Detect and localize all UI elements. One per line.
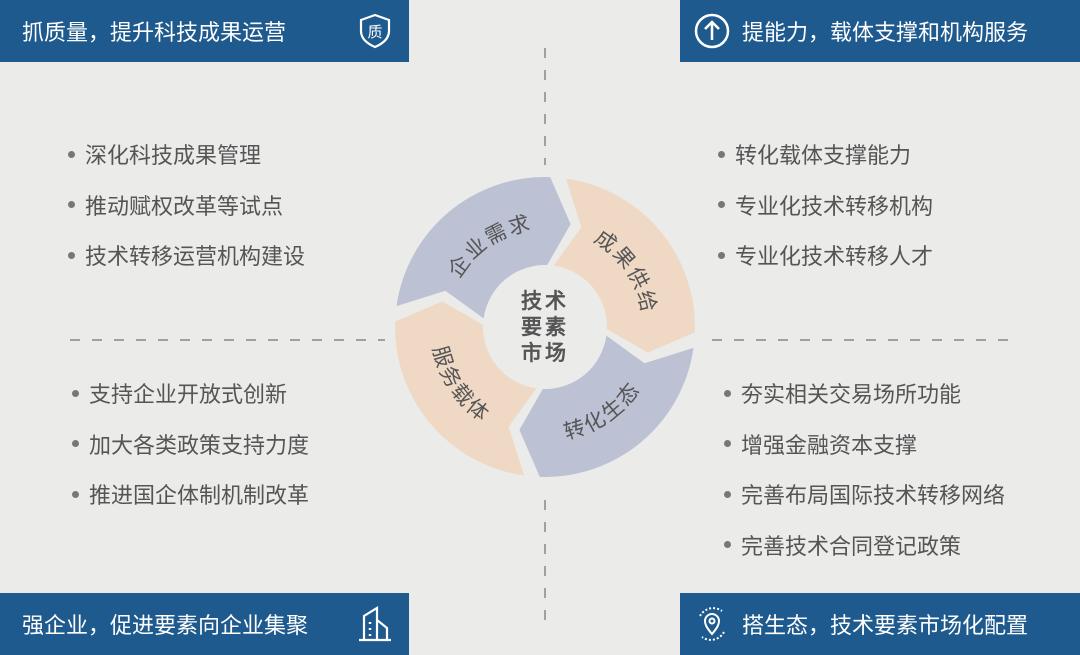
list-item-text: 推动赋权改革等试点 <box>85 194 284 220</box>
center-label-line1: 技术 <box>521 289 569 313</box>
arrow-up-circle-icon <box>694 13 730 49</box>
bullet-icon <box>718 201 725 209</box>
banner-capability: 提能力，载体支撑和机构服务 <box>680 0 1080 62</box>
bullet-icon <box>718 150 725 158</box>
bullet-icon <box>72 389 79 397</box>
list-item-text: 完善技术合同登记政策 <box>741 534 962 560</box>
shield-icon: 质 <box>359 13 391 49</box>
bullet-icon <box>68 251 75 259</box>
list-item-text: 转化载体支撑能力 <box>735 144 912 170</box>
list-item: 专业化技术转移机构 <box>718 180 933 231</box>
list-item: 完善布局国际技术转移网络 <box>724 469 1005 520</box>
list-item: 增强金融资本支撑 <box>724 419 1005 470</box>
bullet-icon <box>72 490 79 498</box>
bullet-icon <box>718 251 725 259</box>
shield-badge-text: 质 <box>367 23 382 41</box>
bullet-icon <box>724 490 731 498</box>
list-enterprise: 支持企业开放式创新 加大各类政策支持力度 推进国企体制机制改革 <box>72 368 309 520</box>
building-icon <box>359 606 391 642</box>
banner-title: 搭生态，技术要素市场化配置 <box>742 614 1029 639</box>
banner-title: 强企业，促进要素向企业集聚 <box>22 614 309 639</box>
list-item: 专业化技术转移人才 <box>718 230 933 281</box>
list-item: 支持企业开放式创新 <box>72 368 309 419</box>
segment-transformation-ecosystem <box>519 335 694 477</box>
segment-enterprise-demand <box>396 177 571 319</box>
list-item: 加大各类政策支持力度 <box>72 419 309 470</box>
list-item-text: 加大各类政策支持力度 <box>89 433 310 459</box>
list-item: 夯实相关交易场所功能 <box>724 368 1005 419</box>
bullet-icon <box>724 389 731 397</box>
list-item: 深化科技成果管理 <box>68 129 305 180</box>
list-item-text: 深化科技成果管理 <box>85 144 262 170</box>
list-item-text: 支持企业开放式创新 <box>89 383 288 409</box>
segment-achievement-supply <box>553 178 695 353</box>
list-item-text: 技术转移运营机构建设 <box>85 245 306 271</box>
list-item-text: 增强金融资本支撑 <box>741 433 918 459</box>
list-item: 转化载体支撑能力 <box>718 129 933 180</box>
list-quality: 深化科技成果管理 推动赋权改革等试点 技术转移运营机构建设 <box>68 129 305 281</box>
bullet-icon <box>72 440 79 448</box>
bullet-icon <box>724 541 731 549</box>
list-item-text: 专业化技术转移机构 <box>735 194 934 220</box>
location-cycle-icon <box>699 607 725 641</box>
list-ecosystem: 夯实相关交易场所功能 增强金融资本支撑 完善布局国际技术转移网络 完善技术合同登… <box>724 368 1005 570</box>
list-capability: 转化载体支撑能力 专业化技术转移机构 专业化技术转移人才 <box>718 129 933 281</box>
list-item-text: 夯实相关交易场所功能 <box>741 383 962 409</box>
banner-quality: 抓质量，提升科技成果运营 质 <box>0 0 409 62</box>
list-item: 推进国企体制机制改革 <box>72 469 309 520</box>
list-item: 技术转移运营机构建设 <box>68 230 305 281</box>
center-circle <box>487 269 603 385</box>
segment-service-carrier <box>395 301 537 476</box>
banner-ecosystem: 搭生态，技术要素市场化配置 <box>680 593 1080 655</box>
list-item-text: 推进国企体制机制改革 <box>89 484 310 510</box>
list-item-text: 专业化技术转移人才 <box>735 245 934 271</box>
bullet-icon <box>68 201 75 209</box>
list-item: 推动赋权改革等试点 <box>68 180 305 231</box>
list-item-text: 完善布局国际技术转移网络 <box>741 484 1006 510</box>
bullet-icon <box>724 440 731 448</box>
center-label-line3: 市场 <box>521 341 569 365</box>
banner-title: 提能力，载体支撑和机构服务 <box>742 21 1029 46</box>
center-label-line2: 要素 <box>521 315 569 339</box>
banner-title: 抓质量，提升科技成果运营 <box>22 21 287 46</box>
list-item: 完善技术合同登记政策 <box>724 520 1005 571</box>
banner-enterprise: 强企业，促进要素向企业集聚 <box>0 593 409 655</box>
bullet-icon <box>68 150 75 158</box>
